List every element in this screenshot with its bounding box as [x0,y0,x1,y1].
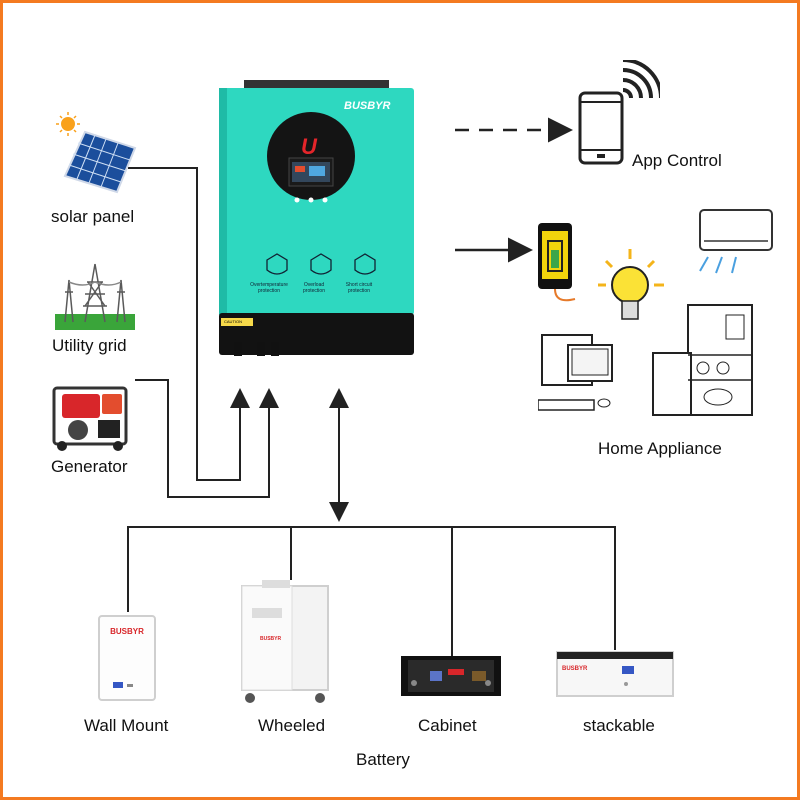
solar-line [128,167,250,481]
stackable-battery-icon: BUSBYR [556,651,674,697]
cabinet-label: Cabinet [418,716,477,735]
battery-bus [127,526,616,650]
solar-panel-label: solar panel [51,207,135,226]
home-appliance-label: Home Appliance [598,439,722,458]
wheeled-battery-icon: BUSBYR [241,580,329,703]
svg-text:U: U [301,134,318,159]
svg-text:BUSBYR: BUSBYR [260,636,282,642]
inverter: U BUSBYR Overtemperature protection Over… [219,80,414,356]
generator-label: Generator [51,457,128,476]
phone-wifi-icon [578,60,660,165]
battery-title: Battery [356,750,410,769]
generator-icon [52,386,128,451]
wheeled-label: Wheeled [258,716,326,735]
cabinet-battery-icon [401,656,501,696]
wall-mount-label: Wall Mount [84,716,169,735]
utility-grid-label: Utility grid [52,336,127,355]
generator-line [135,379,279,498]
stackable-label: stackable [583,716,655,735]
overload-badge: Overload protection [303,282,325,294]
app-control-label: App Control [632,151,722,170]
wall-mount-battery-icon: BUSBYR [98,615,156,701]
inverter-body: U [219,80,414,356]
caution-sticker: CAUTION [224,319,242,324]
home-appliances-illustration [538,209,773,416]
svg-text:BUSBYR: BUSBYR [562,666,588,672]
short-circuit-badge: Short circuit protection [345,282,373,294]
solar-panel-icon [56,112,137,194]
svg-text:BUSBYR: BUSBYR [110,627,144,636]
inverter-brand: BUSBYR [344,100,391,112]
utility-grid-icon [55,263,135,330]
overtemp-badge: Overtemperature protection [250,282,288,294]
